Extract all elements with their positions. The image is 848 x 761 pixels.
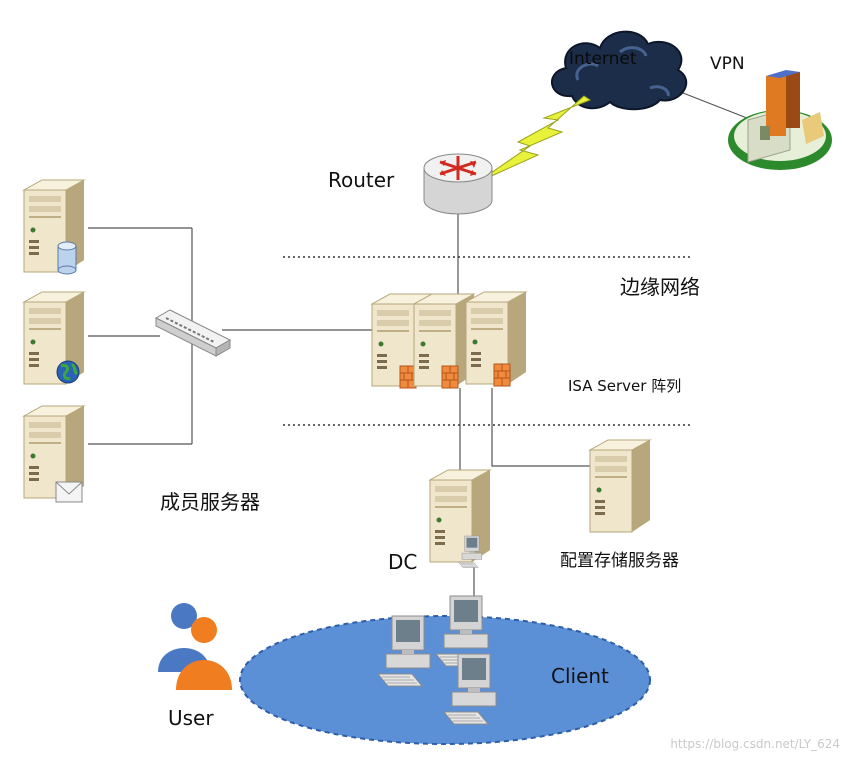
isa-to-config-line <box>491 388 590 467</box>
perimeter-network-label: 边缘网络 <box>620 275 700 299</box>
client-label: Client <box>551 664 609 688</box>
user-group-icon <box>158 603 232 690</box>
database-icon <box>57 241 77 275</box>
config-storage-label: 配置存储服务器 <box>560 551 679 571</box>
member-server-mail <box>23 405 85 503</box>
cloud-icon <box>550 30 688 111</box>
config-storage-server <box>589 439 651 533</box>
router-label: Router <box>328 168 395 192</box>
user-label: User <box>168 706 214 730</box>
isa-server-array <box>371 291 527 389</box>
dc-server <box>429 469 491 568</box>
isa-server-array-label: ISA Server 阵列 <box>568 377 682 395</box>
connection-lines <box>88 81 753 612</box>
lightning-icon <box>477 95 592 183</box>
client-network-ellipse <box>239 615 651 745</box>
router-icon <box>423 153 493 215</box>
member-server-web <box>23 291 85 385</box>
vpn-label: VPN <box>710 54 745 74</box>
internet-label: Internet <box>569 49 637 69</box>
member-server-database <box>23 179 85 275</box>
mail-icon <box>55 481 83 503</box>
switch-icon <box>154 309 232 357</box>
member-servers-label: 成员服务器 <box>160 490 260 514</box>
globe-icon <box>56 360 80 384</box>
watermark: https://blog.csdn.net/LY_624 <box>670 737 840 751</box>
building-icon <box>728 70 832 170</box>
dc-label: DC <box>388 550 418 574</box>
